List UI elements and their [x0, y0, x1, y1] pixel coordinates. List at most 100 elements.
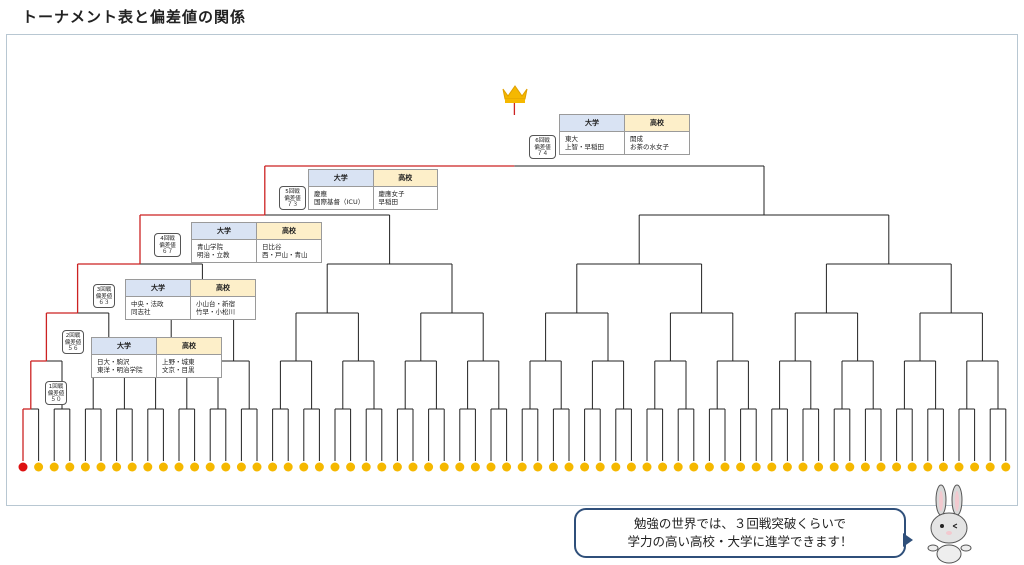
entrant-dot	[985, 462, 995, 472]
speech-bubble: 勉強の世界では、３回戦突破くらいで 学力の高い高校・大学に進学できます！	[574, 508, 906, 558]
entrant-dot	[392, 462, 402, 472]
univ-list: 東大 上智・早稲田	[560, 132, 625, 155]
entrant-dot	[736, 462, 746, 472]
round5-school-table: 大学高校 慶應 国際基督（ICU）慶應女子 早稲田	[308, 169, 438, 210]
univ-header: 大学	[126, 280, 191, 296]
entrant-dot	[954, 462, 964, 472]
entrant-dot	[767, 462, 777, 472]
entrant-dot	[174, 462, 184, 472]
entrant-dot	[96, 462, 106, 472]
entrant-dot	[689, 462, 699, 472]
entrant-dot	[314, 462, 324, 472]
entrant-dot	[205, 462, 215, 472]
entrant-dot	[424, 462, 434, 472]
univ-header: 大学	[92, 338, 157, 354]
entrant-dot	[127, 462, 137, 472]
univ-list: 青山学院 明治・立教	[192, 240, 257, 263]
entrant-dot	[377, 462, 387, 472]
entrant-dot	[112, 462, 122, 472]
univ-list: 慶應 国際基督（ICU）	[309, 187, 374, 210]
entrant-dot	[751, 462, 761, 472]
entrant-dot	[845, 462, 855, 472]
entrant-dot	[642, 462, 652, 472]
high-header: 高校	[257, 223, 321, 239]
round6-school-table: 大学高校 東大 上智・早稲田開成 お茶の水女子	[559, 114, 690, 155]
entrant-dot	[923, 462, 933, 472]
univ-header: 大学	[309, 170, 374, 186]
entrant-dot	[517, 462, 527, 472]
speech-line-1: 勉強の世界では、３回戦突破くらいで	[633, 516, 847, 531]
entrant-dot	[876, 462, 886, 472]
round3-bubble: 3回戦 偏差値 ６３	[93, 284, 115, 308]
entrant-dot	[283, 462, 293, 472]
entrant-dot	[970, 462, 980, 472]
entrant-dot	[580, 462, 590, 472]
entrant-dot	[408, 462, 418, 472]
speech-line-2: 学力の高い高校・大学に進学できます！	[627, 534, 853, 549]
entrant-dot	[236, 462, 246, 472]
entrant-dot	[470, 462, 480, 472]
high-header: 高校	[157, 338, 221, 354]
high-header: 高校	[625, 115, 689, 131]
entrant-dot	[548, 462, 558, 472]
round2-school-table: 大学高校 日大・駒沢 東洋・明治学院上野・城東 文京・目黒	[91, 337, 222, 378]
round5-bubble: 5回戦 偏差値 ７３	[279, 186, 306, 210]
entrant-dot	[143, 462, 153, 472]
crown-icon	[502, 85, 528, 103]
entrant-dot	[80, 462, 90, 472]
entrant-dot	[299, 462, 309, 472]
entrant-dot	[65, 462, 75, 472]
start-position-dot	[18, 462, 28, 472]
entrant-dot	[782, 462, 792, 472]
entrant-dot	[814, 462, 824, 472]
high-list: 開成 お茶の水女子	[630, 135, 669, 151]
entrant-dot	[346, 462, 356, 472]
entrant-dot	[1001, 462, 1011, 472]
entrant-dot	[907, 462, 917, 472]
round2-bubble: 2回戦 偏差値 ５６	[62, 330, 84, 354]
entrant-dot	[533, 462, 543, 472]
entrant-dot	[158, 462, 168, 472]
round3-school-table: 大学高校 中央・法政 同志社小山台・新宿 竹早・小松川	[125, 279, 256, 320]
rabbit-mascot-icon	[927, 484, 972, 564]
entrant-dot	[892, 462, 902, 472]
entrant-dot	[720, 462, 730, 472]
entrant-dot	[190, 462, 200, 472]
round1-bubble: 1回戦 偏差値 ５０	[45, 381, 67, 405]
entrant-dot	[626, 462, 636, 472]
high-header: 高校	[373, 170, 437, 186]
tournament-frame: 1回戦 偏差値 ５０ 2回戦 偏差値 ５６ 3回戦 偏差値 ６３ 4回戦 偏差値…	[6, 34, 1018, 506]
entrant-dot	[502, 462, 512, 472]
round4-school-table: 大学高校 青山学院 明治・立教日比谷 西・戸山・青山	[191, 222, 322, 263]
round4-bubble: 4回戦 偏差値 ６７	[154, 233, 181, 257]
entrant-dot	[268, 462, 278, 472]
univ-header: 大学	[560, 115, 625, 131]
speech-bubble-tail	[903, 533, 913, 547]
entrant-dot	[798, 462, 808, 472]
high-header: 高校	[191, 280, 255, 296]
entrant-dot	[330, 462, 340, 472]
entrant-dot	[49, 462, 59, 472]
page-title: トーナメント表と偏差値の関係	[22, 8, 247, 26]
high-list: 小山台・新宿 竹早・小松川	[196, 300, 235, 316]
entrant-dot	[361, 462, 371, 472]
entrant-dot	[455, 462, 465, 472]
entrant-dot	[439, 462, 449, 472]
high-list: 上野・城東 文京・目黒	[162, 358, 195, 374]
entrant-dot	[252, 462, 262, 472]
entrant-dot	[829, 462, 839, 472]
tournament-bracket	[18, 97, 1011, 472]
univ-header: 大学	[192, 223, 257, 239]
entrant-dot	[860, 462, 870, 472]
entrant-dot	[595, 462, 605, 472]
univ-list: 中央・法政 同志社	[126, 297, 191, 320]
round6-bubble: 6回戦 偏差値 ７４	[529, 135, 556, 159]
high-list: 日比谷 西・戸山・青山	[262, 243, 308, 259]
entrant-dot	[673, 462, 683, 472]
entrant-dot	[486, 462, 496, 472]
high-list: 慶應女子 早稲田	[378, 190, 405, 206]
entrant-dot	[221, 462, 231, 472]
entrant-dot	[658, 462, 668, 472]
entrant-dot	[938, 462, 948, 472]
entrant-dot	[34, 462, 44, 472]
